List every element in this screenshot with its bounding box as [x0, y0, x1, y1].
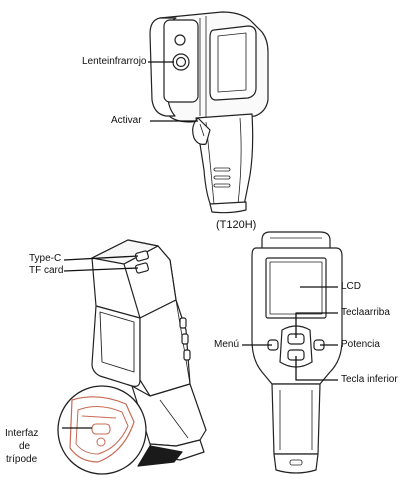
tripod-socket-icon: [91, 423, 111, 435]
camera-small-lens: [174, 34, 186, 46]
trigger-shape: [192, 117, 211, 145]
key-up-leader-line: [295, 312, 338, 338]
label-type-c: Type-C: [29, 253, 62, 264]
label-tripod-line2: de: [19, 441, 31, 452]
label-tripod-line1: Interfaz: [5, 428, 39, 439]
type-c-port: [135, 250, 149, 262]
label-key-up: Teclaarriba: [341, 307, 390, 318]
angled-lcd-screen: [99, 311, 135, 373]
tripod-magnifier: [57, 385, 147, 475]
label-trigger: Activar: [111, 115, 142, 126]
label-tripod-line3: trípode: [6, 454, 38, 465]
type-c-leader-line: [63, 255, 139, 261]
label-tf-card: TF card: [29, 265, 64, 276]
label-key-down: Tecla inferior: [341, 374, 398, 385]
label-lcd: LCD: [341, 281, 362, 292]
model-name: (T120H): [216, 219, 257, 231]
left-camera-angled-view: [91, 239, 207, 467]
label-menu: Menú: [214, 339, 240, 350]
key-down-leader-line: [295, 356, 338, 381]
label-lens: Lenteinfrarrojo: [82, 56, 147, 67]
callout-wedge: [137, 445, 183, 467]
right-camera-rear-view: [251, 231, 343, 474]
tf-card-leader-line: [63, 267, 139, 272]
label-power: Potencia: [341, 339, 380, 350]
top-camera-side-view: [149, 11, 269, 214]
tf-card-slot: [135, 262, 149, 274]
